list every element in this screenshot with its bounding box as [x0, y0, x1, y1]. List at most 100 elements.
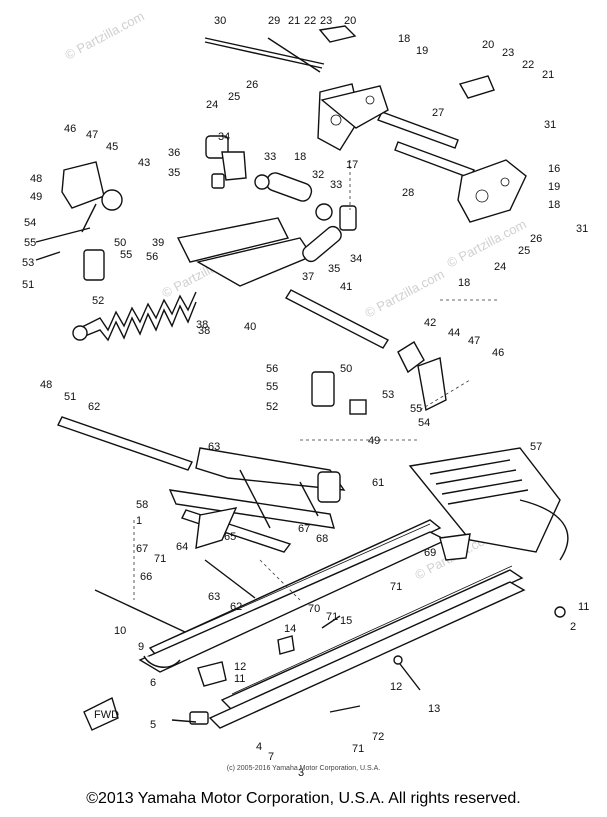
- callout-3: 3: [298, 767, 304, 779]
- callout-20: 20: [482, 39, 494, 51]
- callout-47: 47: [86, 129, 98, 141]
- callout-30: 30: [214, 15, 226, 27]
- inner-copyright: (c) 2005-2016 Yamaha Motor Corporation, …: [226, 765, 381, 772]
- callout-49: 49: [368, 435, 380, 447]
- callout-16: 16: [548, 163, 560, 175]
- callout-55: 55: [120, 249, 132, 261]
- callout-7: 7: [268, 751, 274, 763]
- callout-43: 43: [138, 157, 150, 169]
- callout-52: 52: [92, 295, 104, 307]
- callout-31: 31: [544, 119, 556, 131]
- callout-67: 67: [136, 543, 148, 555]
- watermark-text: © Partzilla.com: [62, 8, 146, 62]
- slide-rails: [138, 519, 526, 729]
- callout-48: 48: [30, 173, 42, 185]
- callout-55: 55: [24, 237, 36, 249]
- callout-54: 54: [418, 417, 430, 429]
- callout-18: 18: [548, 199, 560, 211]
- callout-56: 56: [266, 363, 278, 375]
- callout-11: 11: [234, 673, 245, 685]
- callout-33: 33: [330, 179, 342, 191]
- callout-18: 18: [458, 277, 470, 289]
- callout-25: 25: [518, 245, 530, 257]
- fwd-label: FWD: [94, 709, 119, 721]
- callout-18: 18: [294, 151, 306, 163]
- callout-57: 57: [530, 441, 542, 453]
- callout-50: 50: [114, 237, 126, 249]
- callout-34: 34: [218, 131, 230, 143]
- callout-4: 4: [256, 741, 262, 753]
- callout-47: 47: [468, 335, 480, 347]
- callout-33: 33: [264, 151, 276, 163]
- watermark-text: © Partzilla.com: [444, 216, 528, 270]
- callout-70: 70: [308, 603, 320, 615]
- callout-50: 50: [340, 363, 352, 375]
- callout-63: 63: [208, 591, 220, 603]
- callout-17: 17: [346, 159, 358, 171]
- callout-56: 56: [146, 251, 158, 263]
- callout-31: 31: [576, 223, 588, 235]
- callout-18: 18: [398, 33, 410, 45]
- callout-24: 24: [206, 99, 218, 111]
- fwd-arrow-icon: FWD: [83, 697, 119, 731]
- callout-55: 55: [410, 403, 422, 415]
- callout-58: 58: [136, 499, 148, 511]
- callout-28: 28: [402, 187, 414, 199]
- callout-55: 55: [266, 381, 278, 393]
- callout-19: 19: [416, 45, 428, 57]
- callout-36: 36: [168, 147, 180, 159]
- callout-39: 39: [152, 237, 164, 249]
- callout-64: 64: [176, 541, 188, 553]
- callout-11: 11: [578, 601, 589, 613]
- callout-12: 12: [234, 661, 246, 673]
- callout-38: 38: [198, 325, 210, 337]
- callout-54: 54: [24, 217, 36, 229]
- callout-22: 22: [304, 15, 316, 27]
- callout-32: 32: [312, 169, 324, 181]
- callout-24: 24: [494, 261, 506, 273]
- copyright-footer: ©2013 Yamaha Motor Corporation, U.S.A. A…: [86, 790, 521, 807]
- middle-frame: [168, 447, 346, 553]
- callout-1: 1: [136, 515, 142, 527]
- callout-38: 38: [196, 319, 208, 331]
- callout-44: 44: [448, 327, 460, 339]
- callout-65: 65: [224, 531, 236, 543]
- callout-63: 63: [208, 441, 220, 453]
- callout-53: 53: [22, 257, 34, 269]
- left-brackets: [35, 161, 447, 415]
- callout-21: 21: [288, 15, 300, 27]
- callout-68: 68: [316, 533, 328, 545]
- callout-23: 23: [502, 47, 514, 59]
- callout-51: 51: [64, 391, 76, 403]
- callout-37: 37: [302, 271, 314, 283]
- callout-26: 26: [530, 233, 542, 245]
- callout-46: 46: [492, 347, 504, 359]
- callout-25: 25: [228, 91, 240, 103]
- callout-45: 45: [106, 141, 118, 153]
- callout-27: 27: [432, 107, 444, 119]
- callout-13: 13: [428, 703, 440, 715]
- callout-46: 46: [64, 123, 76, 135]
- callout-26: 26: [246, 79, 258, 91]
- rear-track-section: [408, 447, 569, 561]
- callout-6: 6: [150, 677, 156, 689]
- callout-40: 40: [244, 321, 256, 333]
- callout-34: 34: [350, 253, 362, 265]
- callout-52: 52: [266, 401, 278, 413]
- callout-2: 2: [570, 621, 576, 633]
- callout-61: 61: [372, 477, 384, 489]
- callout-19: 19: [548, 181, 560, 193]
- callout-29: 29: [268, 15, 280, 27]
- callout-62: 62: [230, 601, 242, 613]
- callout-35: 35: [168, 167, 180, 179]
- front-arm-bracket: [317, 25, 527, 223]
- callout-42: 42: [424, 317, 436, 329]
- callout-41: 41: [340, 281, 352, 293]
- callout-51: 51: [22, 279, 34, 291]
- callout-23: 23: [320, 15, 332, 27]
- callout-66: 66: [140, 571, 152, 583]
- callout-48: 48: [40, 379, 52, 391]
- callout-14: 14: [284, 623, 296, 635]
